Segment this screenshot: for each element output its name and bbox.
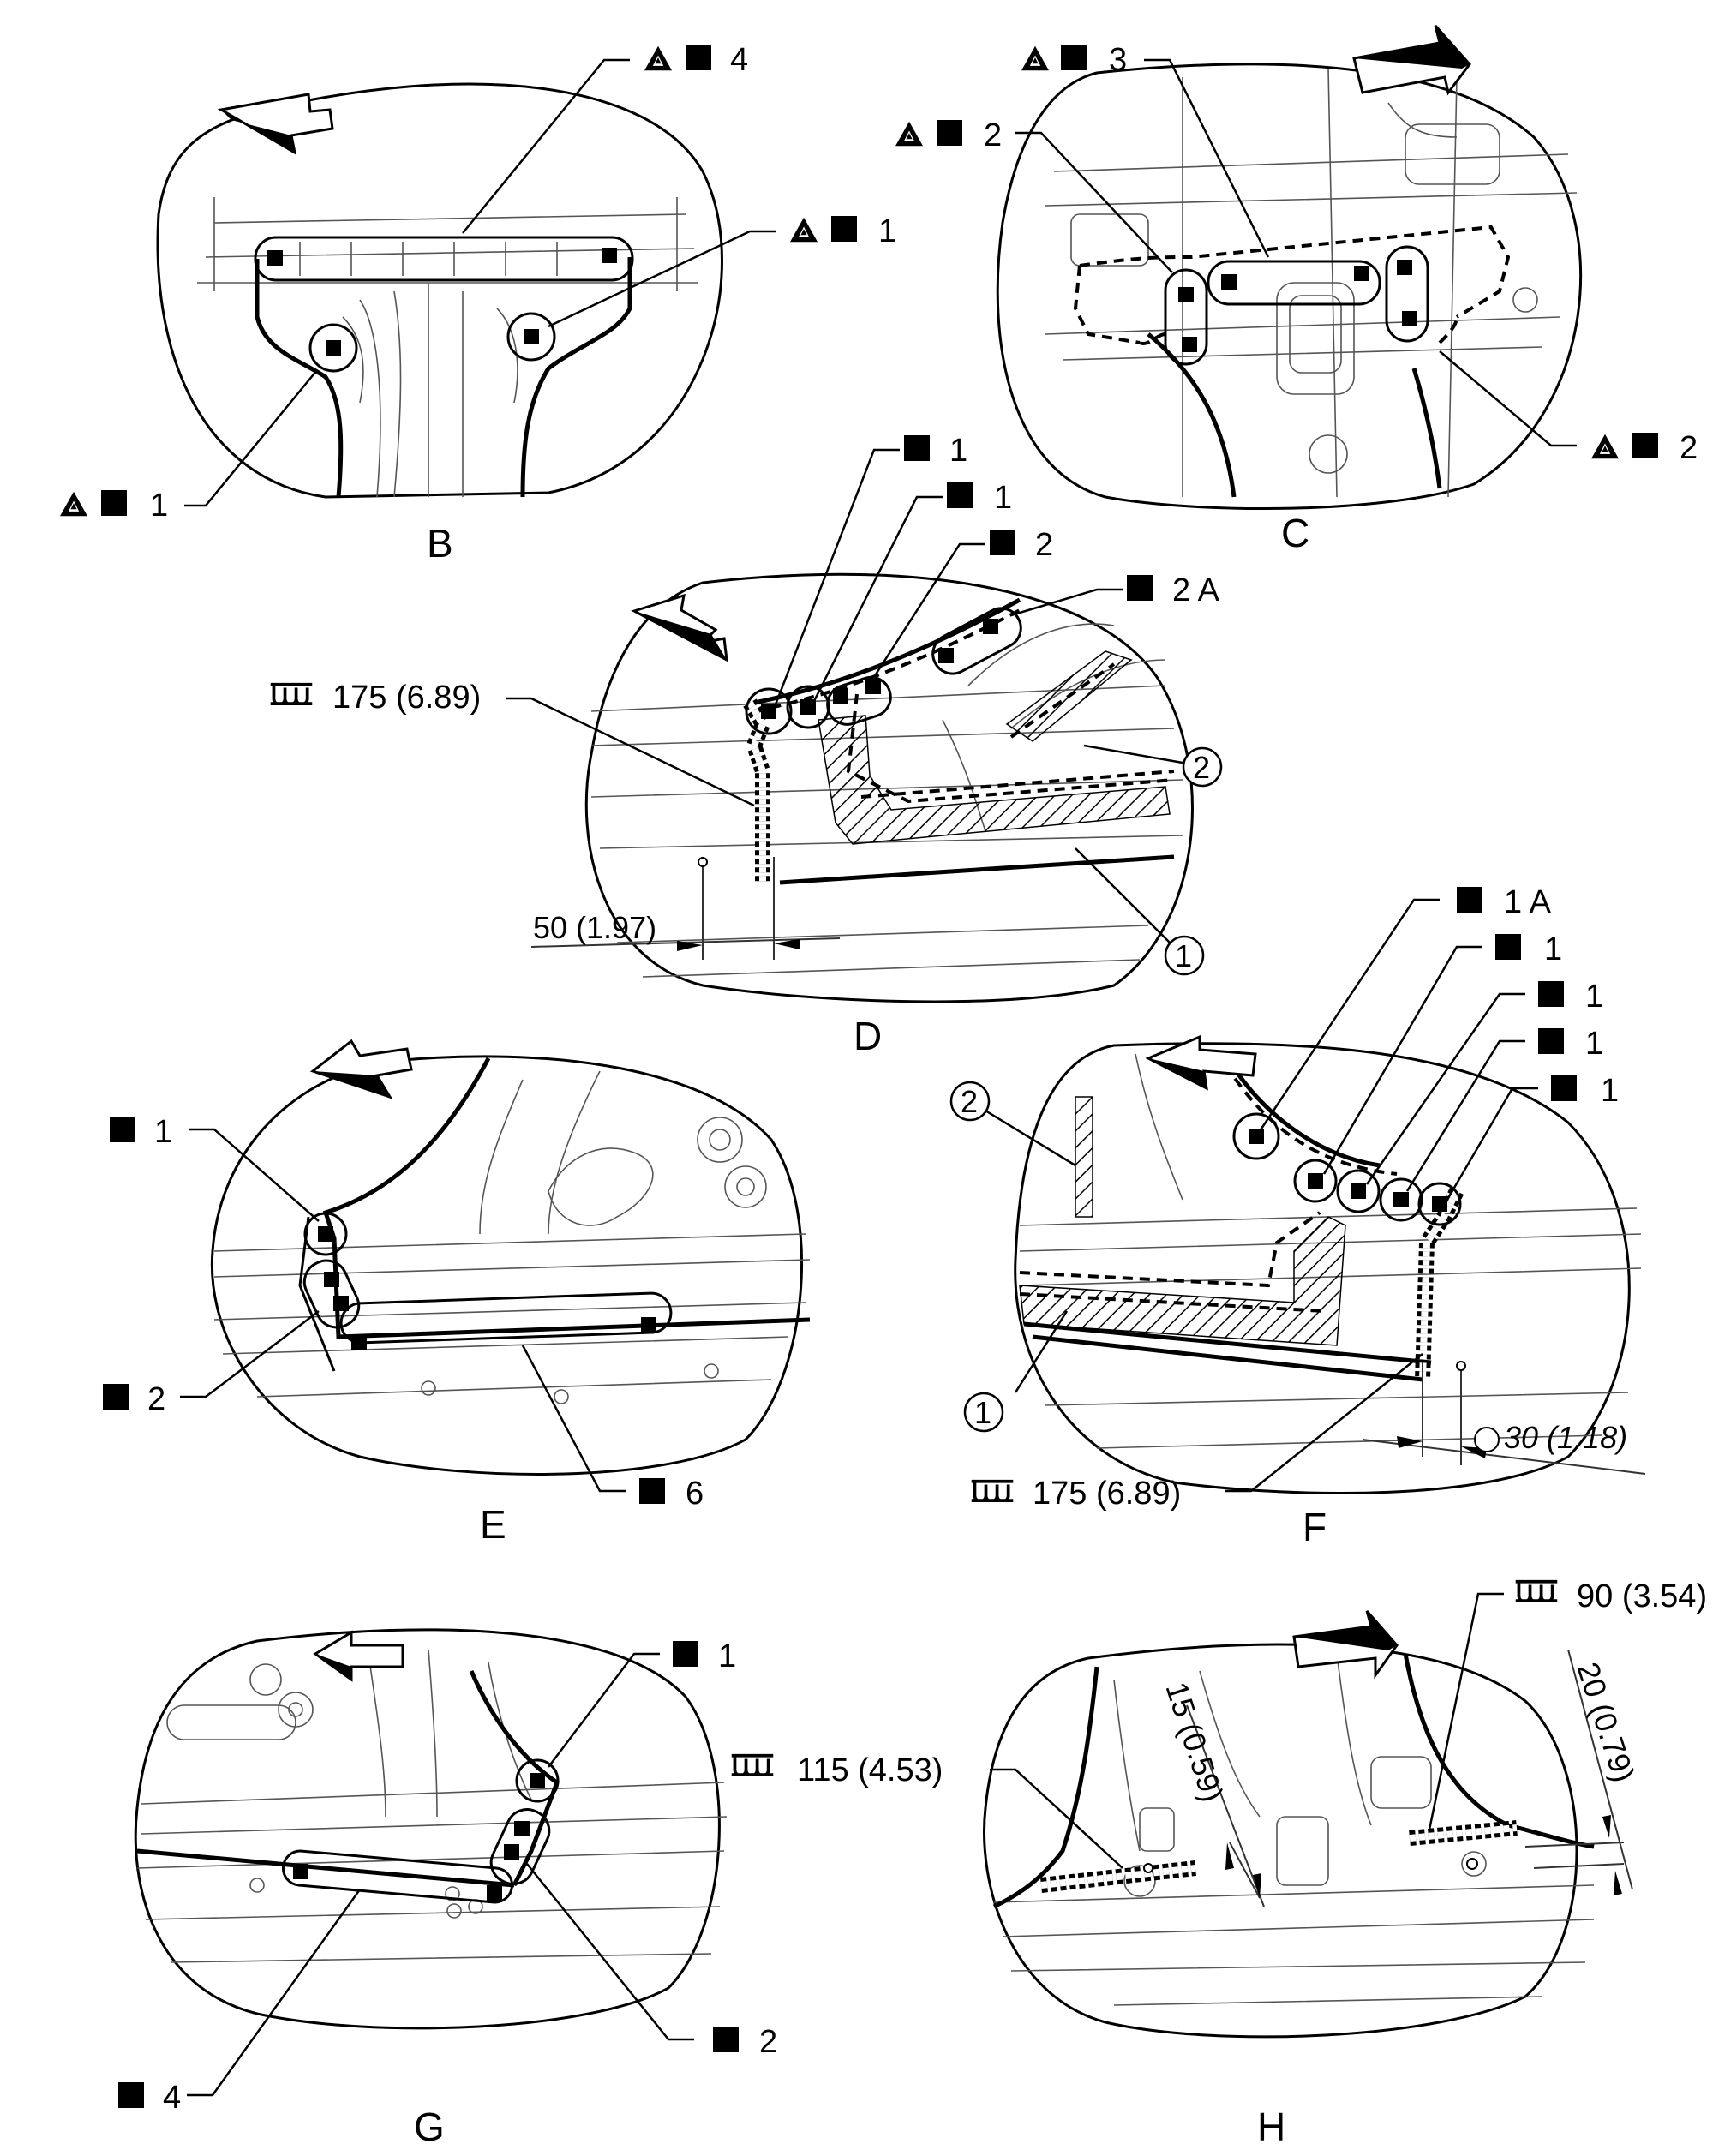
view-c-callout-top: 3 xyxy=(1109,42,1127,78)
view-f-callout-3: 1 xyxy=(1585,979,1603,1015)
view-e-callout-3: 6 xyxy=(686,1476,704,1512)
view-e-callout-1: 1 xyxy=(154,1114,172,1150)
view-e-callout-2: 2 xyxy=(147,1381,165,1417)
view-f-callout-5: 1 xyxy=(1601,1073,1619,1109)
view-f-callout-1: 1 A xyxy=(1504,884,1552,920)
view-c-callout-left: 2 xyxy=(984,117,1002,153)
view-h: 15 (0.59) 20 (0.79) 115 (4.53) 90 (3.54)… xyxy=(729,1578,1707,2149)
view-h-seam-left-label: 115 (4.53) xyxy=(797,1752,943,1788)
view-f-letter: F xyxy=(1303,1505,1327,1549)
view-d-callout-1: 1 xyxy=(949,433,967,469)
view-d-callout-3: 2 xyxy=(1035,527,1053,563)
view-h-dim-right: 20 (0.79) xyxy=(1570,1658,1642,1787)
view-h-seam-right-label: 90 (3.54) xyxy=(1577,1578,1707,1614)
view-d-seam-label: 175 (6.89) xyxy=(332,680,481,716)
view-g-callout-2: 2 xyxy=(759,2024,777,2060)
view-g: 1 2 4 G xyxy=(118,1628,777,2149)
view-h-letter: H xyxy=(1257,2105,1285,2149)
view-b: 4 1 1 B xyxy=(60,42,896,566)
view-d-seam-weld xyxy=(743,698,772,883)
view-d-part-1: 1 xyxy=(1175,938,1192,973)
view-f-callout-2: 1 xyxy=(1544,931,1562,967)
view-b-callout-left: 1 xyxy=(150,488,168,524)
view-g-callout-3: 4 xyxy=(163,2080,181,2116)
view-f-part-2: 2 xyxy=(961,1084,978,1119)
view-d-part-2: 2 xyxy=(1193,750,1210,785)
view-g-callout-1: 1 xyxy=(718,1638,736,1674)
view-d-callout-2: 1 xyxy=(994,480,1012,516)
view-e-letter: E xyxy=(480,1502,506,1547)
view-e: 1 2 6 E xyxy=(103,1039,811,1547)
view-f-seam-weld xyxy=(1415,1187,1464,1380)
view-c-letter: C xyxy=(1281,511,1309,555)
view-b-callout-top: 4 xyxy=(730,42,748,78)
view-f: 30 (1.18) 1 A 1 1 1 1 175 (6.89) 2 1 F xyxy=(949,884,1646,1549)
view-b-callout-right: 1 xyxy=(878,213,896,249)
view-d-letter: D xyxy=(854,1014,882,1058)
view-c: 3 2 2 C xyxy=(895,25,1698,555)
view-g-letter: G xyxy=(414,2105,445,2149)
view-b-letter: B xyxy=(427,521,453,566)
view-h-seam-right xyxy=(1409,1820,1518,1846)
view-d-dimension: 50 (1.97) xyxy=(533,910,656,945)
view-f-dimension: 30 (1.18) xyxy=(1504,1420,1627,1455)
view-f-part-1: 1 xyxy=(974,1395,991,1430)
view-d-callout-4: 2 A xyxy=(1172,572,1220,608)
view-d: 50 (1.97) 1 1 2 2 A 175 (6.89) 2 1 D xyxy=(268,433,1223,1058)
view-c-callout-right: 2 xyxy=(1680,430,1698,466)
view-h-seam-left xyxy=(1040,1860,1196,1893)
view-f-seam-label: 175 (6.89) xyxy=(1033,1476,1181,1512)
view-f-callout-4: 1 xyxy=(1585,1026,1603,1062)
